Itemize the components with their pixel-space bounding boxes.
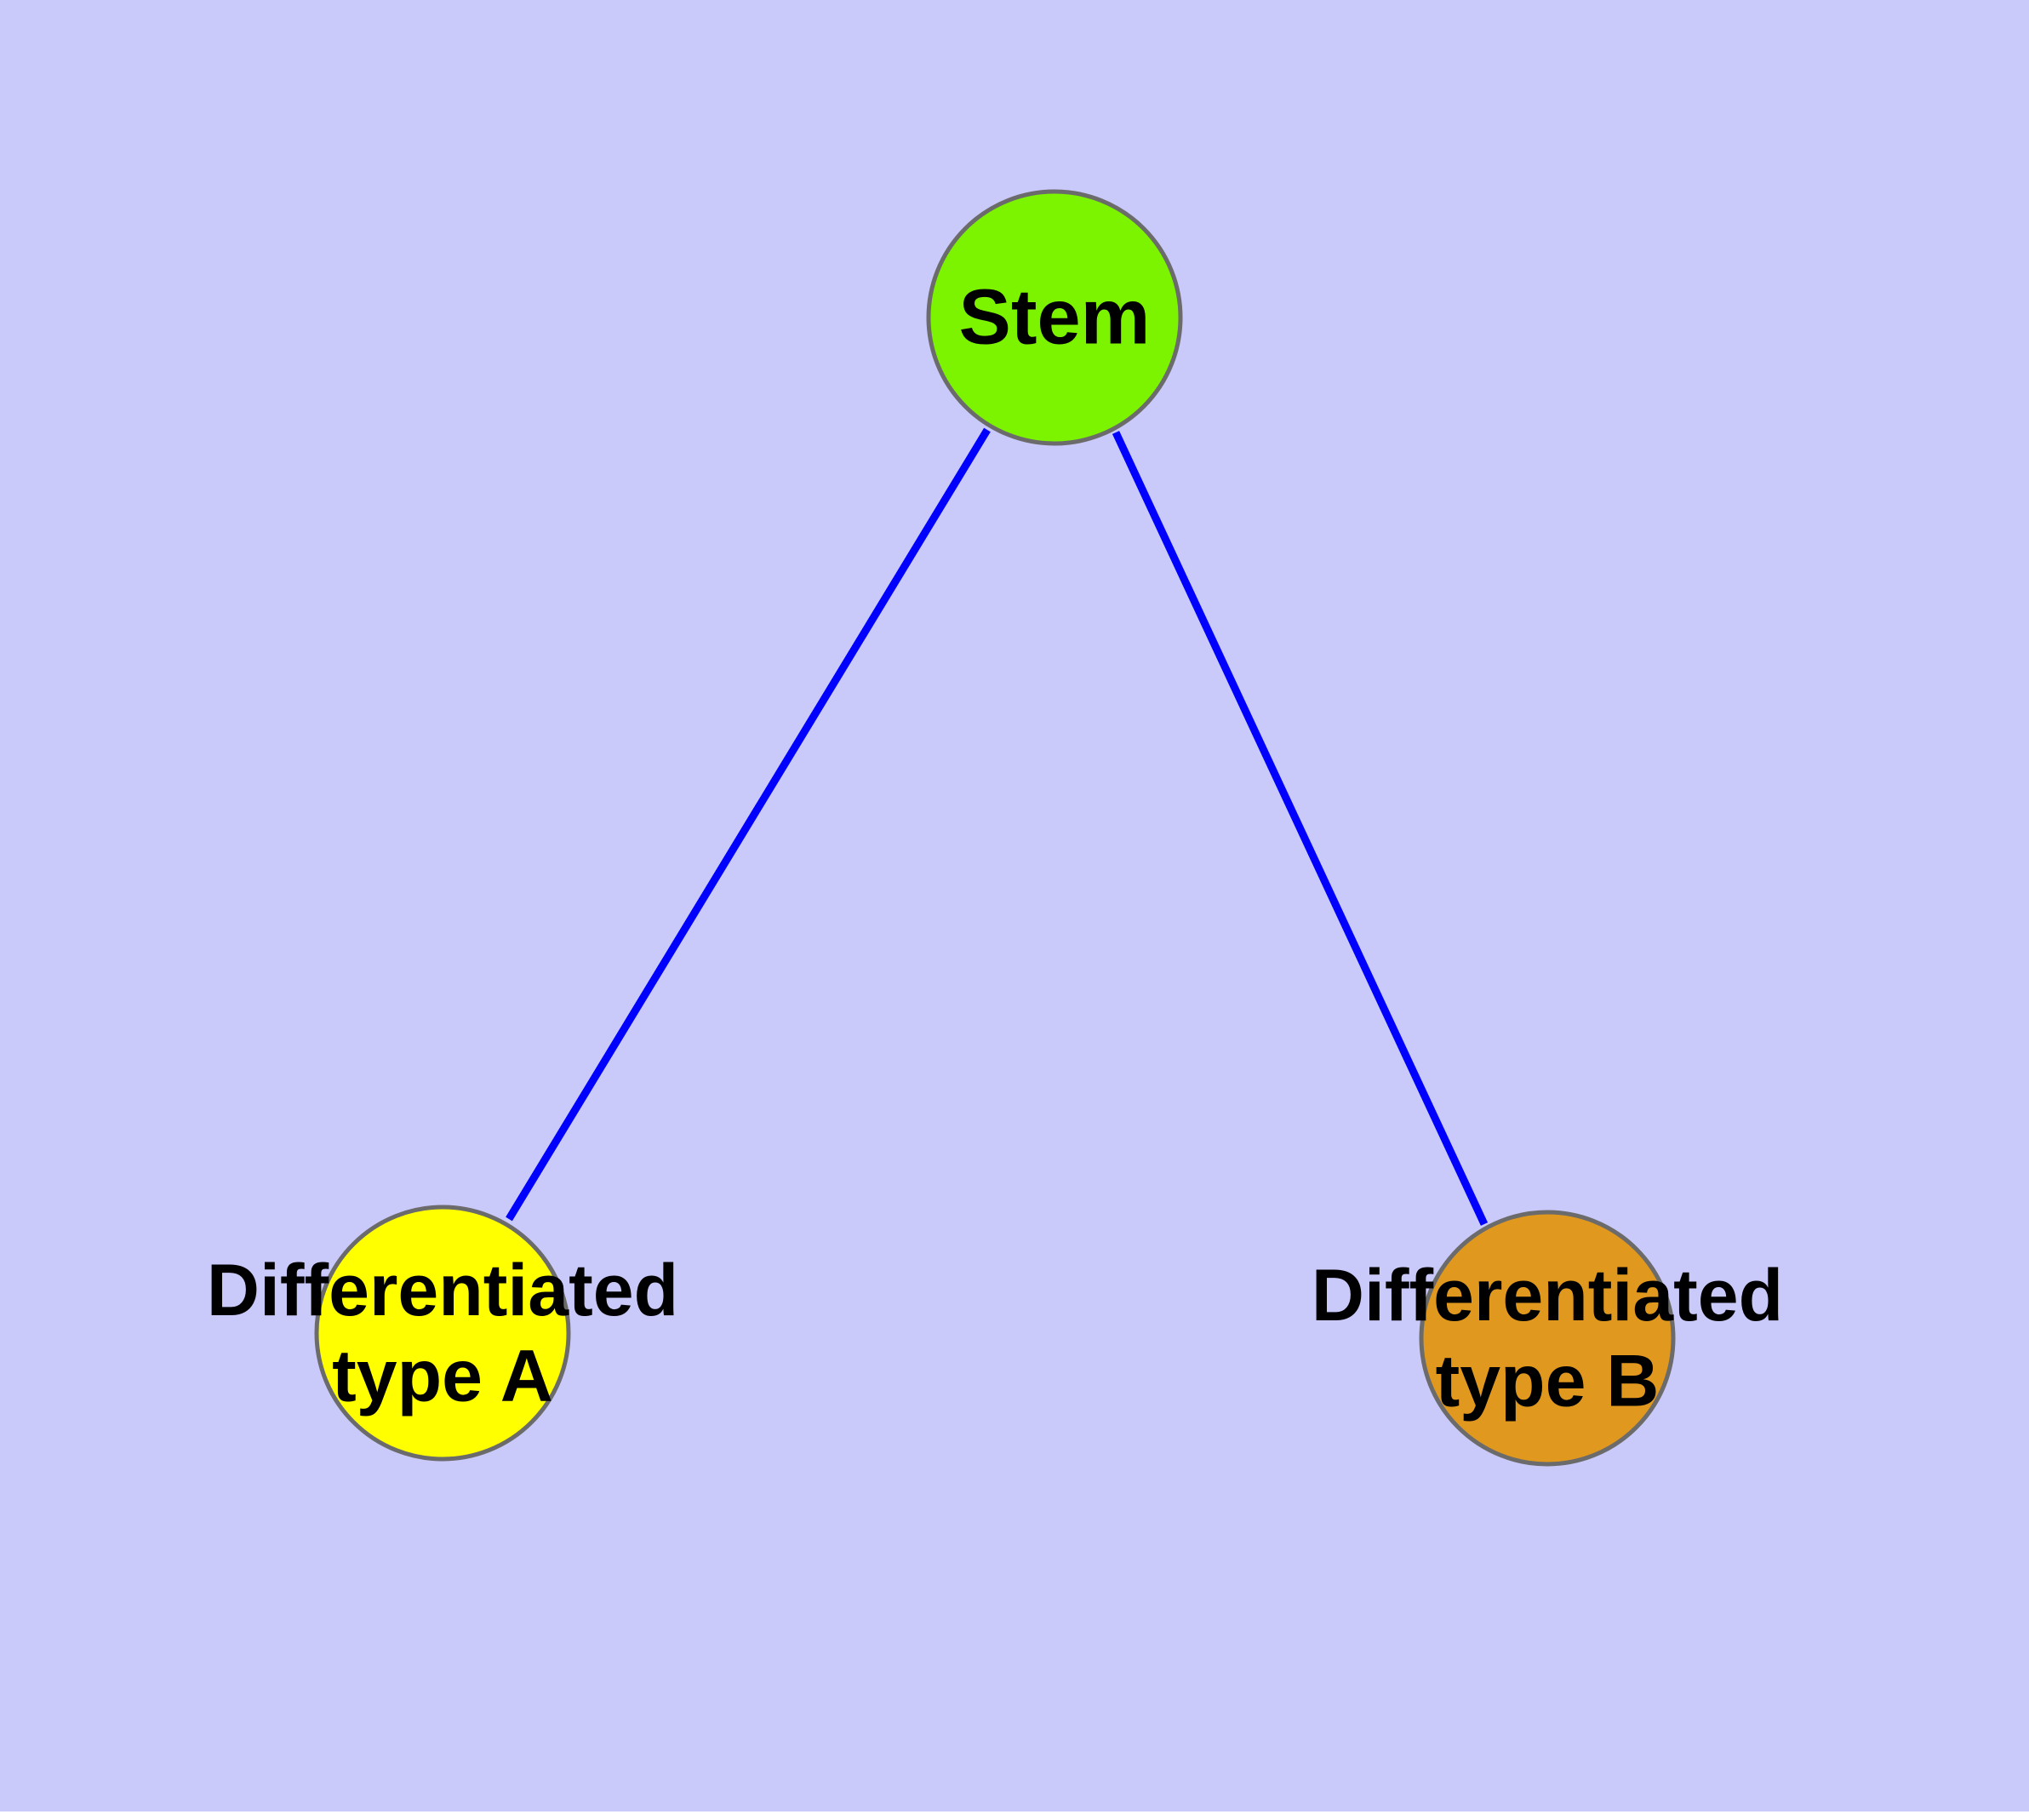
node-group bbox=[314, 189, 1676, 1467]
edge-stem-to-diff-b[interactable] bbox=[1112, 431, 1489, 1226]
node-differentiated-type-a-circle[interactable] bbox=[314, 1205, 571, 1462]
node-stem-circle[interactable] bbox=[926, 189, 1183, 446]
edge-group bbox=[506, 427, 1489, 1226]
node-differentiated-type-b-circle[interactable] bbox=[1419, 1210, 1676, 1467]
edge-stem-to-diff-a[interactable] bbox=[506, 427, 991, 1222]
node-stem-label: Stem bbox=[959, 274, 1151, 361]
